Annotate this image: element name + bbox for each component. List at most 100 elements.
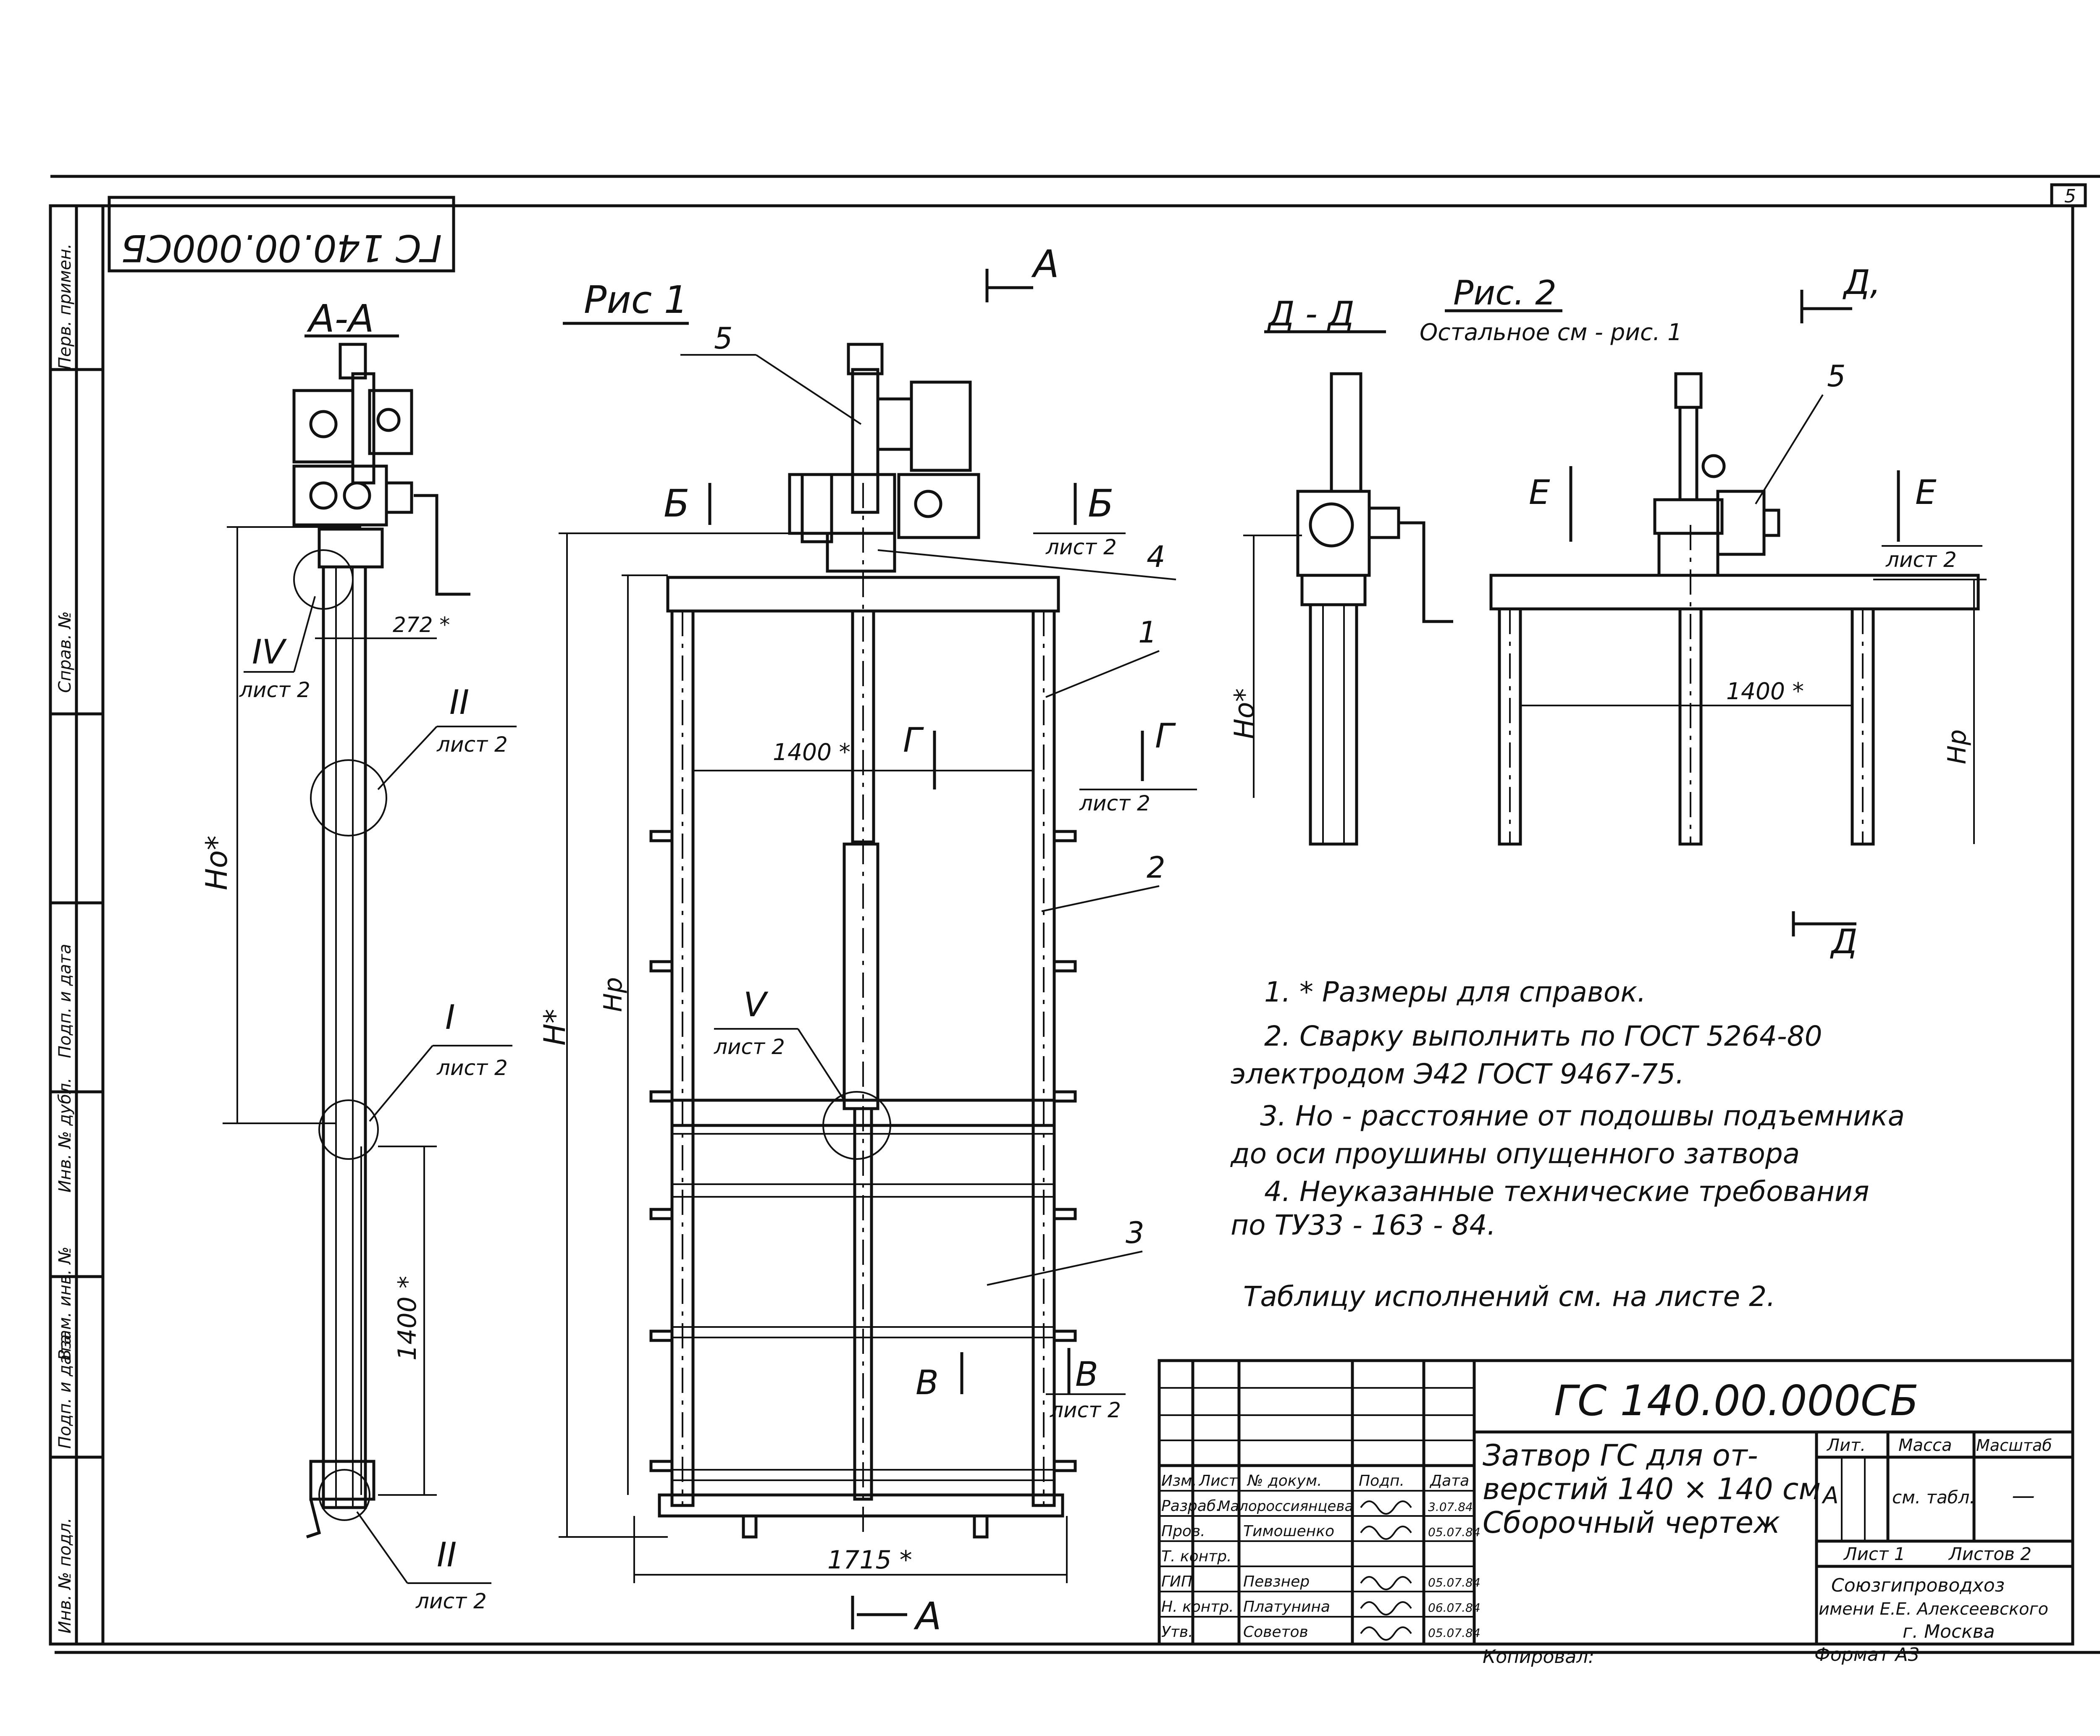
name-chief-engineer: Певзнер bbox=[1243, 1573, 1310, 1590]
cut-b-left: Б bbox=[664, 482, 690, 526]
note-line-6: 4. Неуказанные технические требования bbox=[1264, 1175, 1869, 1208]
date-chief-engineer: 05.07.84 bbox=[1428, 1576, 1480, 1589]
lit-value: А bbox=[1822, 1482, 1839, 1509]
role-checker: Пров. bbox=[1161, 1523, 1205, 1540]
strip-label-repl-inv: Взам. инв. № bbox=[55, 1246, 75, 1361]
sheets-label: Листов 2 bbox=[1948, 1544, 2032, 1564]
callout-ii-lower: II bbox=[437, 1535, 457, 1574]
cut-g-sheet: лист 2 bbox=[1079, 791, 1150, 816]
callout-i-sheet: лист 2 bbox=[436, 1056, 508, 1080]
title-line-1: Затвор ГС для от- bbox=[1483, 1438, 1758, 1473]
strip-label-first-use: Перв. примен. bbox=[55, 244, 75, 370]
title-doc-code: ГС 140.00.000СБ bbox=[1554, 1376, 1919, 1425]
cut-d-top: Д, bbox=[1843, 263, 1881, 302]
pos-5-fig1: 5 bbox=[714, 321, 733, 356]
date-approved: 05.07.84 bbox=[1428, 1626, 1480, 1640]
cut-e-sheet: лист 2 bbox=[1885, 548, 1957, 572]
date-norm-control: 06.07.84 bbox=[1428, 1601, 1480, 1615]
callout-ii-lower-sheet: лист 2 bbox=[415, 1589, 487, 1613]
fig2-note: Остальное см - рис. 1 bbox=[1420, 319, 1682, 346]
date-developer: 3.07.84 bbox=[1428, 1500, 1473, 1514]
strip-label-sign-date-1: Подп. и дата bbox=[55, 944, 75, 1058]
col-change: Изм. bbox=[1161, 1472, 1197, 1489]
section-dd-label: Д - Д bbox=[1267, 294, 1354, 333]
pos-1: 1 bbox=[1138, 615, 1157, 650]
cut-b-sheet: лист 2 bbox=[1045, 535, 1117, 559]
pos-4: 4 bbox=[1147, 540, 1166, 574]
role-approved: Утв. bbox=[1161, 1623, 1193, 1641]
callout-iv-sheet: лист 2 bbox=[239, 678, 310, 702]
note-line-3: электродом Э42 ГОСТ 9467-75. bbox=[1231, 1058, 1684, 1090]
scale-label: Масштаб bbox=[1976, 1436, 2052, 1455]
cut-e-left: Е bbox=[1529, 473, 1550, 512]
callout-i: I bbox=[445, 998, 455, 1037]
org-line-2: имени Е.Е. Алексеевского bbox=[1819, 1600, 2048, 1619]
org-line-1: Союзгипроводхоз bbox=[1831, 1575, 2005, 1596]
strip-label-ref-no: Справ. № bbox=[55, 611, 75, 693]
dim-1400-vertical: 1400 * bbox=[393, 1276, 422, 1361]
role-norm-control: Н. контр. bbox=[1161, 1598, 1234, 1615]
note-line-7: по ТУ33 - 163 - 84. bbox=[1231, 1209, 1496, 1241]
title-block: Изм. Лист № докум. Подп. Дата Разраб. Ма… bbox=[1158, 1359, 2074, 1668]
cut-g-left: Г bbox=[903, 721, 924, 760]
callout-ii-upper: II bbox=[449, 683, 469, 722]
left-margin-strip: Перв. примен. Справ. № Подп. и дата Инв.… bbox=[49, 204, 105, 1646]
fig1-view: Рис 1 А А bbox=[538, 242, 1197, 1639]
note-line-5: до оси проушины опущенного затвора bbox=[1230, 1138, 1800, 1170]
cut-b-right: Б bbox=[1088, 482, 1114, 526]
format-label: Формат А3 bbox=[1814, 1644, 1920, 1665]
role-developer: Разраб. bbox=[1161, 1497, 1221, 1515]
name-developer: Малороссиянцева bbox=[1218, 1498, 1353, 1515]
dim-h: H* bbox=[538, 1009, 572, 1046]
cut-d-bottom: Д bbox=[1830, 922, 1858, 961]
cut-v-right: В bbox=[1075, 1355, 1098, 1394]
cut-a-top: А bbox=[1031, 242, 1059, 286]
note-line-8: Таблицу исполнений см. на листе 2. bbox=[1243, 1280, 1775, 1313]
date-checker: 05.07.84 bbox=[1428, 1525, 1480, 1539]
scale-value: — bbox=[2012, 1482, 2035, 1509]
fig2-view: Д - Д Рис. 2 Остальное см - рис. 1 Д, Д … bbox=[1229, 263, 1987, 961]
col-sheet: Лист bbox=[1198, 1472, 1238, 1489]
copied-label: Копировал: bbox=[1483, 1646, 1594, 1668]
fig1-label: Рис 1 bbox=[584, 278, 688, 322]
pos-3: 3 bbox=[1126, 1216, 1144, 1250]
col-date: Дата bbox=[1429, 1472, 1469, 1489]
name-checker: Тимошенко bbox=[1243, 1523, 1334, 1540]
dim-1400-fig2: 1400 * bbox=[1726, 678, 1804, 705]
dim-hp-fig1: Hр bbox=[598, 977, 628, 1012]
section-aa-view: А-А 272 * Hо* 1400 * bbox=[200, 297, 517, 1613]
strip-label-sign-date-2: Подп. и дата bbox=[55, 1335, 75, 1449]
col-sign: Подп. bbox=[1359, 1472, 1404, 1489]
note-line-4: 3. Но - расстояние от подошвы подъемника bbox=[1260, 1100, 1905, 1132]
cut-v-left: В bbox=[916, 1363, 939, 1402]
dim-ho-aa: Hо* bbox=[200, 836, 234, 890]
name-approved: Советов bbox=[1243, 1623, 1308, 1641]
technical-notes: 1. * Размеры для справок. 2. Сварку выпо… bbox=[1230, 976, 1905, 1313]
rotated-code-box: ГС 140.00.000СБ bbox=[108, 196, 455, 273]
strip-label-orig-inv: Инв. № подл. bbox=[55, 1518, 75, 1634]
dim-1400-fig1: 1400 * bbox=[773, 739, 850, 766]
mass-value: см. табл. bbox=[1892, 1487, 1975, 1508]
callout-v-sheet: лист 2 bbox=[714, 1035, 785, 1059]
name-norm-control: Платунина bbox=[1243, 1598, 1330, 1615]
rotated-doc-code: ГС 140.00.000СБ bbox=[121, 226, 442, 270]
note-line-1: 1. * Размеры для справок. bbox=[1264, 976, 1646, 1008]
col-doc-no: № докум. bbox=[1247, 1472, 1322, 1489]
mass-label: Масса bbox=[1898, 1436, 1952, 1455]
lit-label: Лит. bbox=[1826, 1436, 1866, 1455]
page-number: 5 bbox=[2064, 186, 2076, 207]
sheet-label: Лист 1 bbox=[1843, 1544, 1906, 1564]
org-line-3: г. Москва bbox=[1903, 1621, 1995, 1642]
dim-ho-dd: Hо* bbox=[1229, 688, 1260, 739]
fig2-label: Рис. 2 bbox=[1453, 273, 1557, 312]
pos-5-fig2: 5 bbox=[1827, 359, 1846, 393]
dim-272: 272 * bbox=[393, 613, 450, 637]
role-tech-control: Т. контр. bbox=[1161, 1548, 1231, 1565]
title-line-3: Сборочный чертеж bbox=[1483, 1505, 1780, 1540]
pos-2: 2 bbox=[1147, 850, 1166, 885]
signature-marks bbox=[1360, 1500, 1412, 1641]
strip-label-dup-inv: Инв. № дубл. bbox=[55, 1078, 75, 1193]
role-chief-engineer: ГИП bbox=[1161, 1573, 1192, 1590]
cut-v-sheet: лист 2 bbox=[1050, 1398, 1121, 1422]
